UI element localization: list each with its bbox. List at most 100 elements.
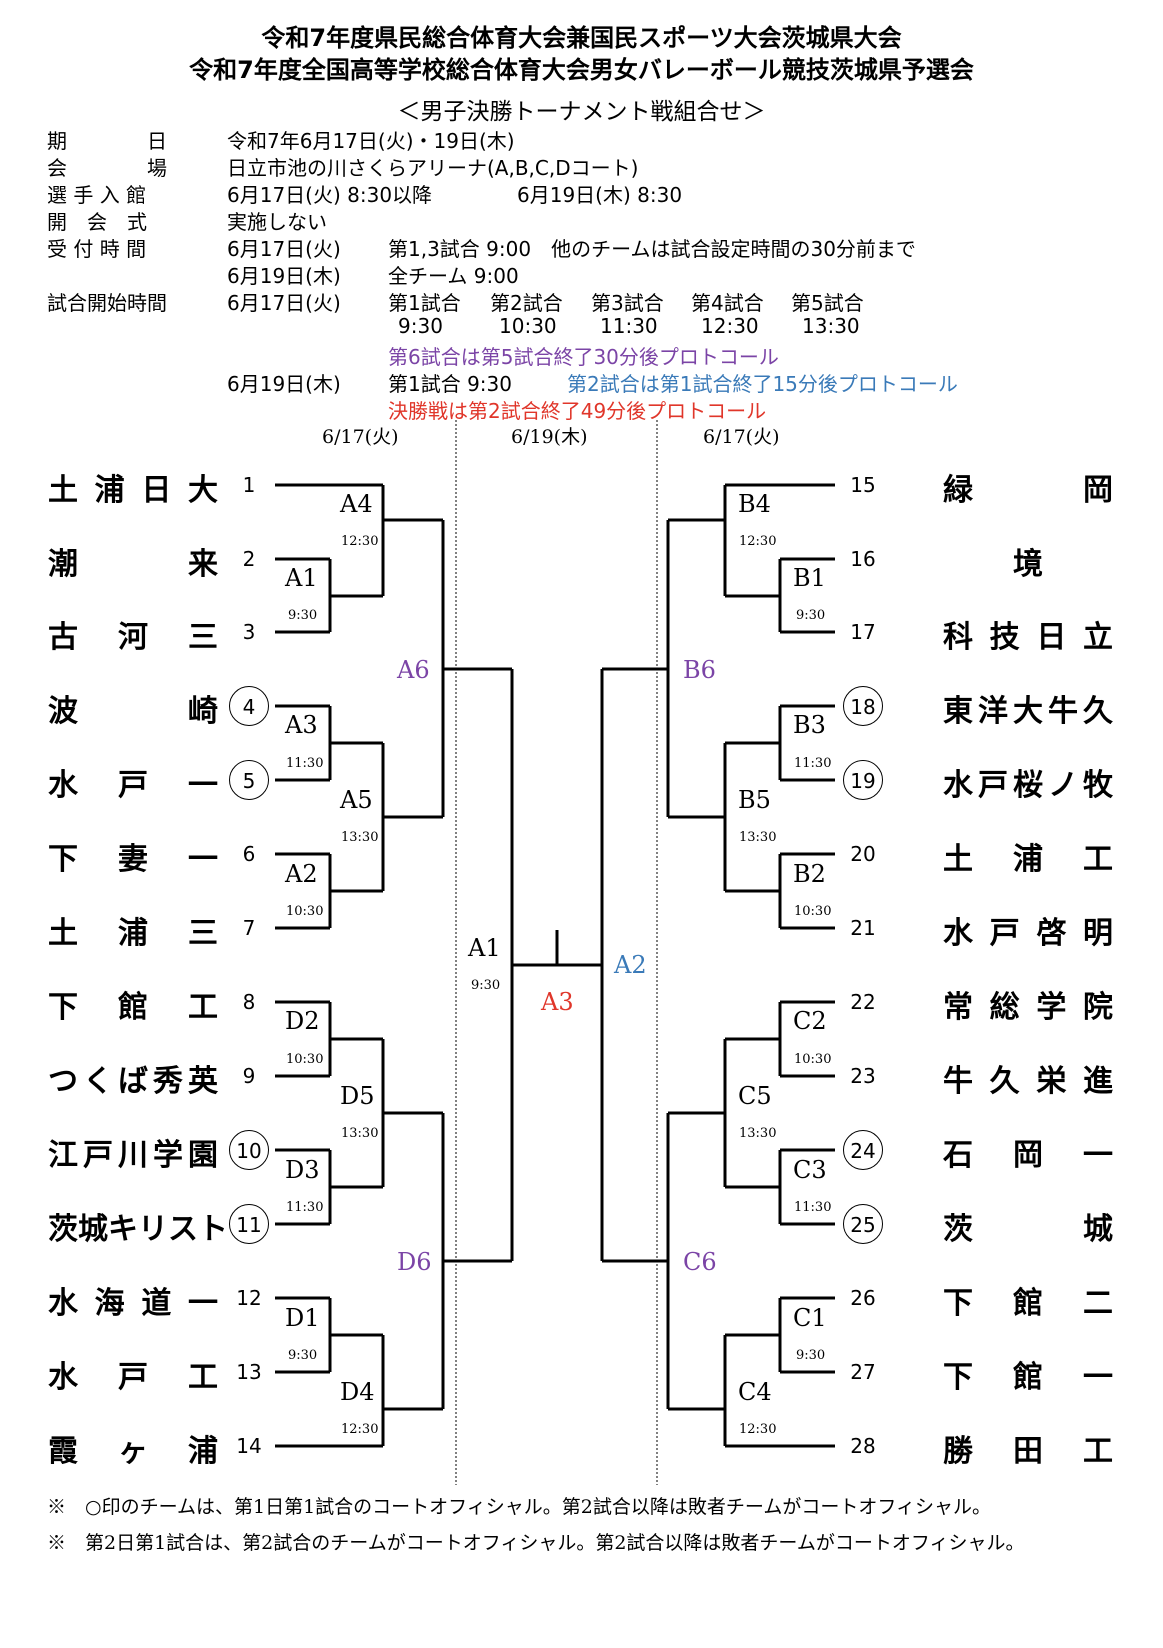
team-seed: 25 bbox=[843, 1204, 883, 1244]
match-B3-time: 11:30 bbox=[794, 756, 832, 771]
match-C4-code: C4 bbox=[738, 1378, 772, 1406]
match-C3-time: 11:30 bbox=[794, 1200, 832, 1215]
title-line-2: 令和7年度全国高等学校総合体育大会男女バレーボール競技茨城県予選会 bbox=[189, 56, 974, 84]
team-seed: 15 bbox=[850, 473, 876, 497]
team-name: 勝田工 bbox=[943, 1434, 1113, 1469]
match-B5-code: B5 bbox=[738, 786, 771, 814]
team-name: 水戸工 bbox=[48, 1360, 218, 1395]
match-A2-time: 10:30 bbox=[286, 904, 324, 919]
match-B4-time: 12:30 bbox=[739, 534, 777, 549]
team-seed: 17 bbox=[850, 620, 876, 644]
start-game-2: 第2試合 bbox=[490, 291, 563, 315]
team-seed: 2 bbox=[242, 547, 256, 571]
match-A4-time: 12:30 bbox=[341, 534, 379, 549]
match-C1-code: C1 bbox=[793, 1304, 827, 1332]
match-A6-code: A6 bbox=[397, 656, 430, 684]
match-C5-code: C5 bbox=[738, 1082, 772, 1110]
match-B3-code: B3 bbox=[793, 711, 826, 739]
team-name: 科技日立 bbox=[943, 620, 1113, 655]
start-game-5: 第5試合 bbox=[791, 291, 864, 315]
date-label: 期 日 bbox=[47, 129, 167, 153]
start-time-2: 10:30 bbox=[499, 314, 557, 338]
start-game-4: 第4試合 bbox=[691, 291, 764, 315]
match-B1-code: B1 bbox=[793, 564, 826, 592]
team-name: 水海道一 bbox=[48, 1286, 218, 1321]
start-day2: 6月19日(木) bbox=[227, 372, 341, 396]
team-seed: 21 bbox=[850, 916, 876, 940]
team-name: 波崎 bbox=[48, 694, 218, 729]
title-line-1: 令和7年度県民総合体育大会兼国民スポーツ大会茨城県大会 bbox=[261, 24, 902, 52]
team-name: 水戸啓明 bbox=[943, 916, 1113, 951]
match-B1-time: 9:30 bbox=[796, 608, 826, 623]
match-A5-time: 13:30 bbox=[341, 830, 379, 845]
match-A2-code: A2 bbox=[285, 860, 318, 888]
match-A5-code: A5 bbox=[340, 786, 373, 814]
team-name: 土浦日大 bbox=[48, 473, 218, 508]
match-B2-time: 10:30 bbox=[794, 904, 832, 919]
team-name: 牛久栄進 bbox=[943, 1064, 1113, 1099]
match-A1-time: 9:30 bbox=[288, 608, 318, 623]
team-name: 東洋大牛久 bbox=[943, 694, 1113, 729]
match-D5-time: 13:30 bbox=[341, 1126, 379, 1141]
team-seed: 7 bbox=[242, 916, 256, 940]
reception-day1-text: 第1,3試合 9:00 他のチームは試合設定時間の30分前まで bbox=[388, 237, 916, 261]
note-1: ※ ○印のチームは、第1日第1試合のコートオフィシャル。第2試合以降は敗者チーム… bbox=[47, 1496, 991, 1518]
start-game-3: 第3試合 bbox=[591, 291, 664, 315]
team-name: 下妻一 bbox=[48, 842, 218, 877]
venue-label: 会 場 bbox=[47, 156, 167, 180]
team-seed: 4 bbox=[229, 686, 269, 726]
match-C5-time: 13:30 bbox=[739, 1126, 777, 1141]
day2-game2-note: 第2試合は第1試合終了15分後プロトコール bbox=[567, 372, 958, 396]
subtitle: ＜男子決勝トーナメント戦組合せ＞ bbox=[397, 99, 766, 125]
match-D2-code: D2 bbox=[285, 1007, 320, 1035]
team-name: 境 bbox=[1013, 547, 1043, 582]
date-right: 6/17(火) bbox=[703, 426, 780, 448]
match-B6-code: B6 bbox=[683, 656, 716, 684]
team-name: 潮来 bbox=[48, 547, 218, 582]
team-seed: 19 bbox=[843, 760, 883, 800]
match-C4-time: 12:30 bbox=[739, 1422, 777, 1437]
start-day1: 6月17日(火) bbox=[227, 291, 341, 315]
team-seed: 14 bbox=[236, 1434, 262, 1458]
team-name: 土浦工 bbox=[943, 842, 1113, 877]
entry-label: 選 手 入 館 bbox=[47, 183, 147, 207]
start-label: 試合開始時間 bbox=[47, 291, 167, 315]
team-seed: 27 bbox=[850, 1360, 876, 1384]
date-value: 令和7年6月17日(火)・19日(木) bbox=[227, 129, 515, 153]
match-A1-code: A1 bbox=[285, 564, 318, 592]
team-name: 下館工 bbox=[48, 990, 218, 1025]
semifinal-A2-code: A2 bbox=[614, 951, 647, 979]
entry-value-day1: 6月17日(火) 8:30以降 bbox=[227, 183, 433, 207]
match-C2-time: 10:30 bbox=[794, 1052, 832, 1067]
reception-day2: 6月19日(木) bbox=[227, 264, 341, 288]
match-A4-code: A4 bbox=[340, 490, 373, 518]
team-name: 水戸一 bbox=[48, 768, 218, 803]
game6-note: 第6試合は第5試合終了30分後プロトコール bbox=[388, 345, 779, 369]
team-seed: 8 bbox=[242, 990, 256, 1014]
team-name: 水戸桜ノ牧 bbox=[943, 768, 1113, 803]
team-name: 茨城 bbox=[943, 1212, 1113, 1247]
team-seed: 9 bbox=[242, 1064, 256, 1088]
start-game-1: 第1試合 bbox=[388, 291, 461, 315]
reception-day1: 6月17日(火) bbox=[227, 237, 341, 261]
semifinal-A1-time: 9:30 bbox=[471, 978, 501, 993]
team-name: 石岡一 bbox=[943, 1138, 1113, 1173]
match-D6-code: D6 bbox=[397, 1248, 432, 1276]
match-D3-time: 11:30 bbox=[286, 1200, 324, 1215]
team-seed: 6 bbox=[242, 842, 256, 866]
match-D1-time: 9:30 bbox=[288, 1348, 318, 1363]
match-D2-time: 10:30 bbox=[286, 1052, 324, 1067]
match-A3-time: 11:30 bbox=[286, 756, 324, 771]
match-C2-code: C2 bbox=[793, 1007, 827, 1035]
team-seed: 13 bbox=[236, 1360, 262, 1384]
team-seed: 24 bbox=[843, 1130, 883, 1170]
start-time-3: 11:30 bbox=[600, 314, 658, 338]
match-D5-code: D5 bbox=[340, 1082, 375, 1110]
match-B5-time: 13:30 bbox=[739, 830, 777, 845]
date-left: 6/17(火) bbox=[322, 426, 399, 448]
note-2: ※ 第2日第1試合は、第2試合のチームがコートオフィシャル。第2試合以降は敗者チ… bbox=[47, 1532, 1025, 1554]
team-seed: 5 bbox=[229, 760, 269, 800]
team-name: 常総学院 bbox=[943, 990, 1113, 1025]
start-time-4: 12:30 bbox=[701, 314, 759, 338]
